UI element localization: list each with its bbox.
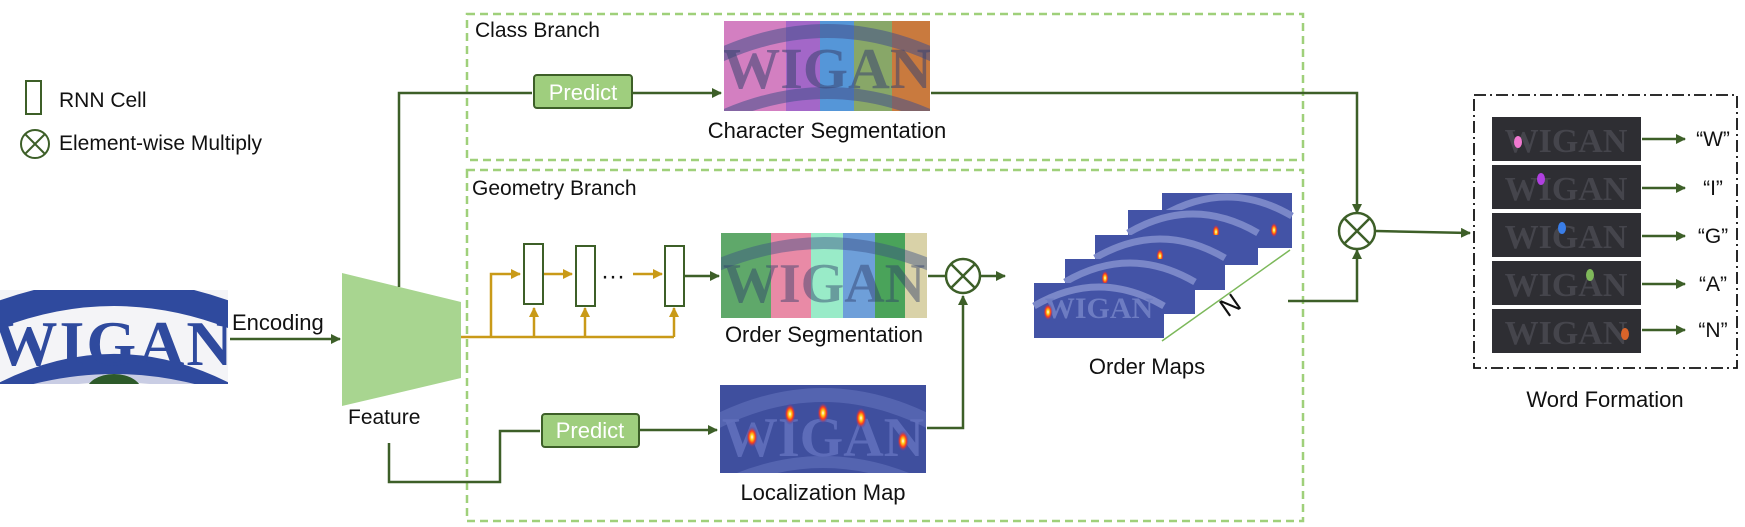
legend: RNN Cell Element-wise Multiply (20, 80, 263, 159)
order-maps-depth-line (1161, 249, 1291, 342)
rnn-chain: ··· (461, 243, 720, 339)
output-char-3: “G” (1698, 225, 1728, 248)
input-word-image: WIGAN (0, 290, 235, 384)
feature-label: Feature (348, 406, 420, 429)
class-predict-label: Predict (549, 80, 617, 105)
order-maps-label: Order Maps (1089, 354, 1205, 379)
feature-to-class-line (397, 91, 532, 287)
word-formation-row-3: WIGAN “G” (1492, 213, 1728, 257)
svg-text:WIGAN: WIGAN (722, 36, 932, 101)
rnn-cell-3 (664, 245, 685, 307)
word-formation-row-1: WIGAN “W” (1492, 117, 1730, 161)
order-segmentation-image: WIGAN (721, 233, 927, 318)
multiply-to-wordformation-arrow (1375, 227, 1471, 238)
feature-to-geo-predict-line (387, 429, 540, 484)
character-segmentation-image: WIGAN (722, 21, 932, 111)
word-formation-row-4: WIGAN “A” (1492, 261, 1727, 305)
multiply-legend-icon (20, 129, 50, 159)
feature-encoder-shape (342, 273, 461, 406)
localization-map-label: Localization Map (740, 480, 905, 505)
order-segmentation-label: Order Segmentation (725, 322, 923, 347)
geometry-predict-button (541, 413, 640, 448)
multiply-icon-final (1337, 211, 1377, 251)
output-char-4: “A” (1699, 273, 1727, 296)
geometry-predict-label: Predict (556, 418, 624, 443)
word-formation-label: Word Formation (1526, 387, 1683, 412)
output-char-5: “N” (1698, 319, 1727, 342)
order-maps-count-label: N (1214, 287, 1247, 322)
class-branch-box (465, 12, 1305, 162)
svg-text:WIGAN: WIGAN (1505, 123, 1628, 160)
input-word-text: WIGAN (0, 308, 235, 379)
output-char-2: “I” (1703, 177, 1723, 200)
character-segmentation-label: Character Segmentation (708, 118, 946, 143)
geometry-branch-title: Geometry Branch (472, 177, 637, 200)
legend-rnn-cell-label: RNN Cell (59, 89, 147, 112)
locmap-to-multiply-line (927, 295, 968, 430)
order-maps-stack: WIGAN N (1032, 193, 1294, 342)
rnn-cell-2 (575, 245, 596, 307)
rnn-cell-legend-icon (25, 80, 42, 115)
word-formation-row-2: WIGAN “I” (1492, 165, 1723, 209)
order-map-1: WIGAN (1032, 283, 1166, 338)
class-branch-title: Class Branch (475, 19, 600, 42)
word-formation-row-5: WIGAN “N” (1492, 309, 1728, 353)
svg-text:WIGAN: WIGAN (1045, 292, 1154, 325)
ordermaps-to-multiply-line (1288, 249, 1362, 303)
svg-text:WIGAN: WIGAN (1505, 219, 1628, 256)
output-char-1: “W” (1696, 128, 1730, 151)
legend-multiply-label: Element-wise Multiply (59, 132, 263, 155)
rnn-ellipsis: ··· (601, 263, 625, 290)
rnn-cell-1 (523, 243, 544, 305)
svg-text:WIGAN: WIGAN (1505, 171, 1628, 208)
svg-text:WIGAN: WIGAN (1505, 267, 1628, 304)
charseg-to-multiply-line (931, 91, 1362, 214)
encoding-label: Encoding (232, 310, 324, 335)
multiply-icon-geometry (944, 257, 982, 295)
svg-text:WIGAN: WIGAN (1505, 315, 1628, 352)
class-predict-button (533, 74, 633, 109)
word-formation-box (1473, 94, 1738, 369)
localization-map-image: WIGAN (720, 385, 926, 473)
svg-text:WIGAN: WIGAN (723, 253, 925, 315)
geometry-branch-box (465, 168, 1305, 523)
